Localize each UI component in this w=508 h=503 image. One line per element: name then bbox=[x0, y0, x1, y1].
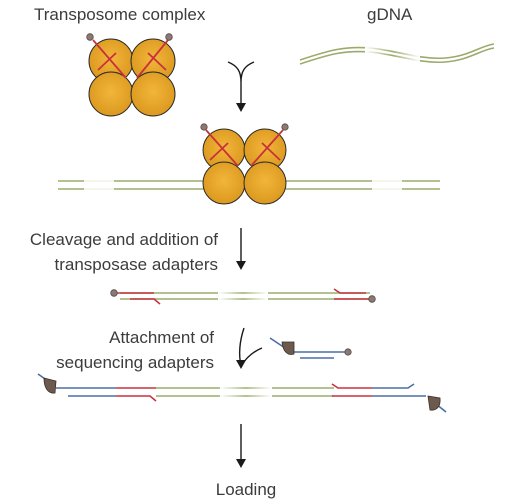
cleavage-label-line2: transposase adapters bbox=[55, 255, 219, 274]
bound-transposome-complex bbox=[200, 123, 289, 205]
sequencing-primer-cap bbox=[43, 377, 57, 394]
attachment-label-line1: Attachment of bbox=[109, 328, 214, 347]
sequencing-adapter bbox=[269, 337, 348, 359]
loading-label: Loading bbox=[216, 480, 277, 499]
cleavage-label-line1: Cleavage and addition of bbox=[30, 230, 218, 249]
gdna-strands bbox=[299, 34, 495, 74]
attachment-label-line2: sequencing adapters bbox=[56, 353, 214, 372]
adapter-end-bead bbox=[344, 348, 352, 356]
merge-arrow bbox=[227, 61, 255, 112]
adapter-end-bead bbox=[368, 295, 376, 303]
transposome-complex-label: Transposome complex bbox=[34, 5, 206, 24]
tagmented-fragment bbox=[114, 288, 372, 305]
step-arrow-4 bbox=[236, 424, 246, 468]
step-arrow-3 bbox=[236, 327, 263, 369]
library-fragment bbox=[37, 373, 447, 413]
transposome-complex bbox=[86, 33, 176, 117]
sequencing-primer-cap bbox=[281, 341, 295, 355]
gdna-label: gDNA bbox=[367, 5, 413, 24]
sequencing-primer-cap bbox=[427, 395, 441, 411]
step-arrow-2 bbox=[236, 228, 246, 270]
adapter-end-bead bbox=[110, 289, 118, 297]
